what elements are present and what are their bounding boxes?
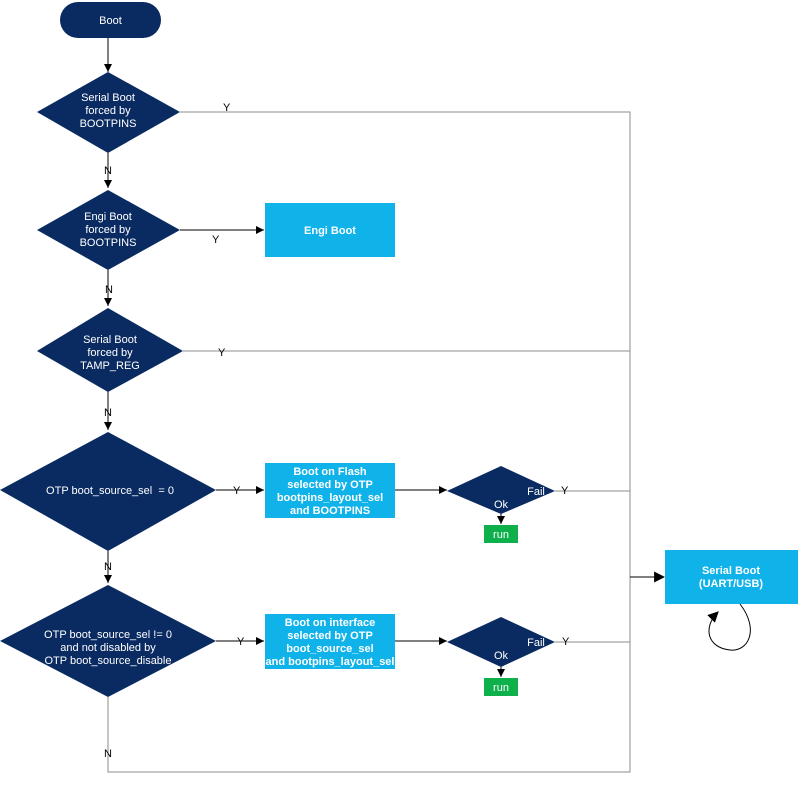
label-tamp-no: N [104,407,112,419]
line-2: forced by [85,224,131,236]
edge-serial-yes [180,111,631,577]
process-box [265,614,395,669]
line-2: and not disabled by [60,642,156,654]
label-otp-nonzero-no: N [104,748,112,760]
line-4: and BOOTPINS [290,505,370,517]
process-box [265,203,395,257]
run-label: run [493,682,509,694]
fail-label: Fail [527,486,545,498]
node-engi-bootpins: Engi Boot forced by BOOTPINS [37,190,180,270]
line-2: forced by [87,347,133,359]
line-3: TAMP_REG [80,360,140,372]
line-1: Serial Boot [83,334,137,346]
decision-diamond [37,308,183,392]
line-1: Engi Boot [84,211,132,223]
node-boot-flash: Boot on Flash selected by OTP bootpins_l… [265,463,395,518]
serial-boot-loop [707,603,751,651]
engi-boot-label: Engi Boot [304,225,356,237]
line-3: OTP boot_source_disable [45,655,172,667]
run-box [484,525,518,543]
node-boot-interface: Boot on interface selected by OTP boot_s… [265,614,395,669]
process-box [265,463,395,518]
node-otp-nonzero: OTP boot_source_sel != 0 and not disable… [0,585,216,697]
line-2: (UART/USB) [699,578,763,590]
decision-diamond [37,190,180,270]
node-run-2: run [484,678,518,696]
node-check-1: Fail Ok [447,466,555,514]
edge-otp-nonzero-no [107,577,631,773]
line-1: Serial Boot [81,92,135,104]
node-serial-bootpins: Serial Boot forced by BOOTPINS [37,72,180,153]
boot-terminator [60,2,161,38]
label-serial-bootpins-no: N [104,165,112,177]
line-3: BOOTPINS [80,118,137,130]
node-boot: Boot [60,2,161,38]
ok-label: Ok [494,499,509,511]
line-3: BOOTPINS [80,237,137,249]
label-check2-yes: Y [562,636,570,648]
decision-diamond [0,585,216,697]
line-1: Serial Boot [702,565,760,577]
label-serial-bootpins-yes: Y [223,102,231,114]
process-box [665,550,798,604]
ok-label: Ok [494,650,509,662]
line-2: selected by OTP [287,630,373,642]
label-engi-yes: Y [212,234,220,246]
node-engi-boot: Engi Boot [265,203,395,257]
line-1: OTP boot_source_sel != 0 [44,629,172,641]
decision-diamond [0,432,216,551]
boot-label: Boot [99,15,122,27]
line-4: and bootpins_layout_sel [266,656,395,668]
label-tamp-yes: Y [218,347,226,359]
label-check1-yes: Y [561,485,569,497]
fail-label: Fail [527,637,545,649]
run-box [484,678,518,696]
line-3: boot_source_sel [286,643,373,655]
edge-labels: Y N Y N Y N Y N Y Y N Y [104,102,570,760]
line-2: selected by OTP [287,479,373,491]
label-otp-nonzero-yes: Y [237,636,245,648]
label-engi-no: N [105,284,113,296]
decision-diamond [447,617,555,667]
node-run-1: run [484,525,518,543]
decision-diamond [447,466,555,514]
line-1: Boot on interface [285,617,375,629]
line-3: bootpins_layout_sel [277,492,383,504]
run-label: run [493,529,509,541]
node-serial-tamp: Serial Boot forced by TAMP_REG [37,308,183,392]
connectors [104,38,751,773]
line-2: forced by [85,105,131,117]
node-otp-zero: OTP boot_source_sel = 0 [0,432,216,551]
decision-diamond [37,72,180,153]
line-1: Boot on Flash [293,466,367,478]
line-1: OTP boot_source_sel = 0 [46,485,174,497]
node-serial-boot: Serial Boot (UART/USB) [665,550,798,604]
label-otp-zero-yes: Y [233,485,241,497]
node-check-2: Fail Ok [447,617,555,667]
label-otp-zero-no: N [104,561,112,573]
